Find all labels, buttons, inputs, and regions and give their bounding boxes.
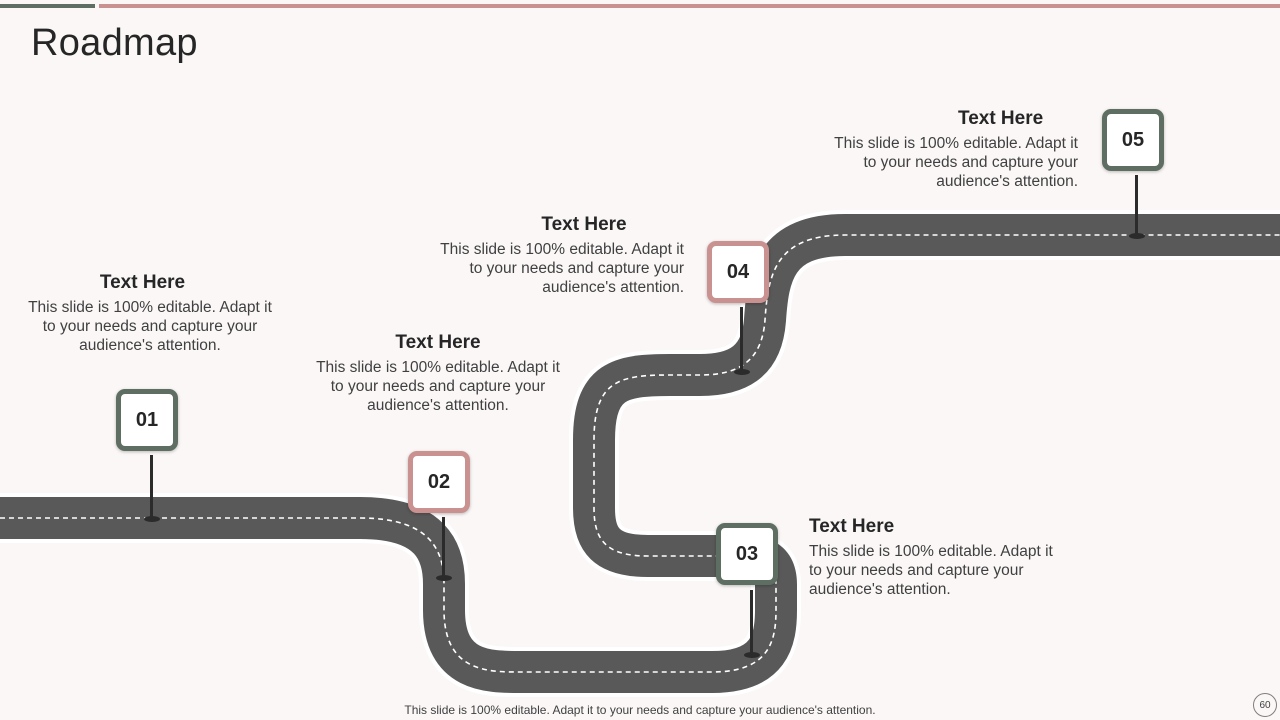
step-marker-02: 02 bbox=[408, 451, 470, 513]
page-number: 60 bbox=[1259, 699, 1271, 711]
step-text-05: Text Here This slide is 100% editable. A… bbox=[818, 108, 1078, 191]
step-text-02: Text Here This slide is 100% editable. A… bbox=[308, 332, 568, 415]
step-marker-04: 04 bbox=[707, 241, 769, 303]
step-text-04: Text Here This slide is 100% editable. A… bbox=[424, 214, 684, 297]
top-accent-bar-left bbox=[0, 4, 95, 8]
pole-base-05 bbox=[1129, 233, 1145, 239]
step-description: This slide is 100% editable. Adapt it to… bbox=[440, 241, 684, 296]
marker-pole-04 bbox=[740, 307, 743, 372]
step-description: This slide is 100% editable. Adapt it to… bbox=[809, 543, 1053, 598]
step-description: This slide is 100% editable. Adapt it to… bbox=[316, 359, 560, 414]
pole-bases bbox=[144, 233, 1145, 658]
pole-base-02 bbox=[436, 575, 452, 581]
pole-base-04 bbox=[734, 369, 750, 375]
slide-title: Roadmap bbox=[31, 22, 198, 64]
page-number-badge: 60 bbox=[1253, 693, 1277, 717]
step-marker-05: 05 bbox=[1102, 109, 1164, 171]
step-heading: Text Here bbox=[809, 516, 895, 537]
step-description: This slide is 100% editable. Adapt it to… bbox=[28, 299, 272, 354]
road-center-line bbox=[0, 234, 1280, 673]
step-number: 03 bbox=[735, 542, 759, 565]
step-text-01: Text Here This slide is 100% editable. A… bbox=[20, 272, 280, 355]
top-accent-bar-right bbox=[99, 4, 1280, 8]
pole-base-01 bbox=[144, 516, 160, 522]
step-heading: Text Here bbox=[395, 332, 481, 353]
marker-pole-03 bbox=[750, 590, 753, 655]
marker-pole-02 bbox=[442, 517, 445, 578]
step-heading: Text Here bbox=[958, 108, 1044, 129]
slide-footer: This slide is 100% editable. Adapt it to… bbox=[404, 703, 876, 717]
step-number: 02 bbox=[427, 470, 451, 493]
step-number: 05 bbox=[1121, 128, 1145, 151]
step-number: 01 bbox=[135, 408, 159, 431]
step-marker-01: 01 bbox=[116, 389, 178, 451]
step-marker-03: 03 bbox=[716, 523, 778, 585]
step-number: 04 bbox=[726, 260, 750, 283]
step-description: This slide is 100% editable. Adapt it to… bbox=[834, 135, 1078, 190]
step-heading: Text Here bbox=[541, 214, 627, 235]
marker-pole-05 bbox=[1135, 175, 1138, 236]
pole-base-03 bbox=[744, 652, 760, 658]
step-heading: Text Here bbox=[99, 272, 186, 293]
step-text-03: Text Here This slide is 100% editable. A… bbox=[809, 516, 1059, 599]
marker-pole-01 bbox=[150, 455, 153, 519]
